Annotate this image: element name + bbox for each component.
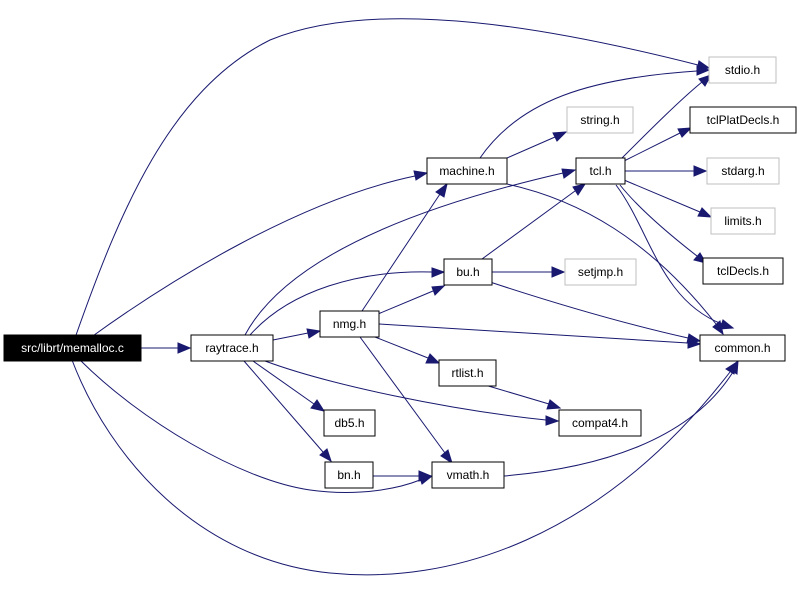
node-rtlist[interactable]: rtlist.h	[438, 359, 497, 387]
node-tclplatdecls[interactable]: tclPlatDecls.h	[689, 106, 797, 134]
edge-machine-stdio	[479, 65, 711, 159]
node-raytrace[interactable]: raytrace.h	[190, 334, 274, 362]
edge-vmath-common	[503, 359, 739, 477]
edge-root-common	[71, 359, 738, 576]
edge-bu-tcl	[481, 183, 587, 260]
edge-tcl-stdio	[621, 74, 713, 159]
node-machine-label: machine.h	[439, 164, 494, 178]
edge-machine-string	[506, 131, 568, 159]
node-nmg-label: nmg.h	[333, 317, 366, 331]
node-bn-label: bn.h	[337, 468, 360, 482]
edge-raytrace-nmg	[272, 328, 322, 341]
edge-bu-common	[489, 281, 702, 344]
node-raytrace-label: raytrace.h	[205, 341, 258, 355]
edge-rtlist-compat4	[484, 384, 562, 410]
edge-raytrace-tcl	[244, 168, 577, 336]
node-tcl-label: tcl.h	[589, 164, 611, 178]
node-bu[interactable]: bu.h	[443, 258, 493, 286]
edge-bn-vmath	[373, 470, 433, 482]
node-string: string.h	[566, 106, 634, 134]
node-setjmp: setjmp.h	[564, 258, 637, 286]
node-root-label: src/librt/memalloc.c	[21, 341, 124, 355]
node-common[interactable]: common.h	[699, 334, 786, 362]
node-limits-label: limits.h	[724, 214, 761, 228]
node-stdarg: stdarg.h	[706, 157, 780, 185]
edge-raytrace-bn	[243, 360, 332, 463]
node-root[interactable]: src/librt/memalloc.c	[3, 334, 142, 362]
node-bn[interactable]: bn.h	[324, 461, 374, 489]
node-compat4[interactable]: compat4.h	[558, 409, 642, 437]
edge-raytrace-db5	[252, 360, 326, 412]
node-vmath[interactable]: vmath.h	[431, 461, 505, 489]
edge-raytrace-compat4	[264, 360, 560, 426]
node-string-label: string.h	[580, 113, 619, 127]
node-stdarg-label: stdarg.h	[721, 164, 764, 178]
node-db5-label: db5.h	[334, 416, 364, 430]
node-bu-label: bu.h	[456, 265, 479, 279]
node-db5[interactable]: db5.h	[323, 409, 376, 437]
edge-bu-setjmp	[492, 266, 566, 278]
edge-root-vmath	[79, 359, 434, 494]
edge-raytrace-bu	[249, 267, 446, 336]
node-tclplatdecls-label: tclPlatDecls.h	[707, 113, 780, 127]
node-common-label: common.h	[714, 341, 770, 355]
edge-tcl-tclplatdecls	[623, 127, 693, 162]
node-tcl[interactable]: tcl.h	[575, 157, 626, 185]
node-tcldecls-label: tclDecls.h	[717, 264, 769, 278]
edge-tcl-common	[615, 184, 735, 330]
edge-nmg-machine	[361, 182, 448, 312]
edge-root-machine	[89, 170, 429, 339]
edge-nmg-vmath	[359, 336, 453, 465]
edge-tcl-limits	[623, 179, 713, 218]
node-vmath-label: vmath.h	[447, 468, 490, 482]
node-machine[interactable]: machine.h	[426, 157, 508, 185]
node-setjmp-label: setjmp.h	[578, 265, 623, 279]
node-nmg[interactable]: nmg.h	[319, 310, 380, 338]
edge-root-raytrace	[141, 342, 192, 354]
node-stdio: stdio.h	[708, 56, 777, 84]
node-compat4-label: compat4.h	[572, 416, 628, 430]
edge-tcl-stdarg	[625, 165, 708, 177]
edge-nmg-common	[378, 323, 702, 349]
node-rtlist-label: rtlist.h	[451, 366, 483, 380]
edge-nmg-bu	[377, 285, 446, 315]
node-stdio-label: stdio.h	[725, 63, 760, 77]
node-limits: limits.h	[710, 207, 776, 235]
node-tcldecls[interactable]: tclDecls.h	[702, 257, 784, 285]
edge-nmg-rtlist	[374, 336, 441, 364]
